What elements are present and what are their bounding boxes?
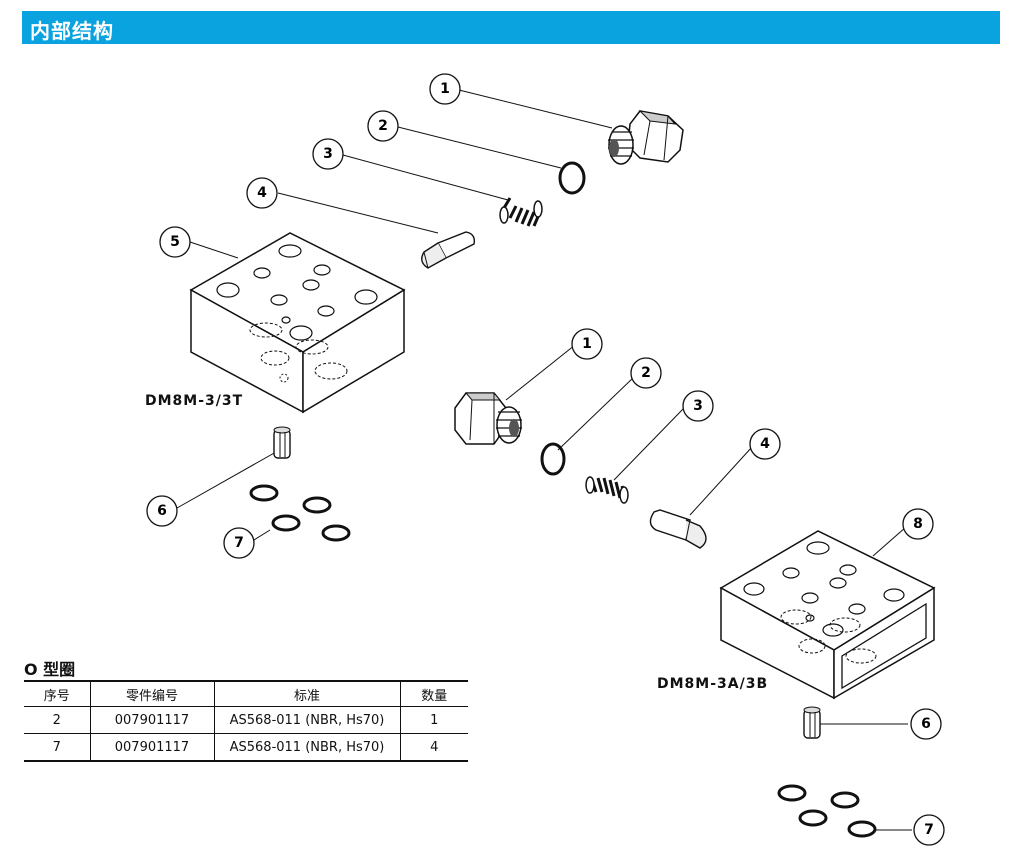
svg-text:5: 5 xyxy=(170,234,180,250)
pin-upper xyxy=(273,426,291,459)
cell-index: 7 xyxy=(24,733,90,762)
leader-line xyxy=(397,126,562,169)
svg-text:7: 7 xyxy=(924,822,934,838)
cell-quantity: 4 xyxy=(399,733,468,762)
callout-5-upper: 5 xyxy=(159,226,191,258)
hex-plug-upper xyxy=(608,110,684,165)
leader-line xyxy=(872,526,907,557)
spring-upper xyxy=(499,197,543,227)
column-header-index: 序号 xyxy=(24,680,90,707)
o-ring-table-title: O 型圈 xyxy=(24,660,76,679)
model-label-dm8m-3a-3b: DM8M-3A/3B xyxy=(657,676,769,692)
poppet-lower xyxy=(649,509,707,549)
callout-7-lower: 7 xyxy=(913,814,945,846)
cell-quantity: 1 xyxy=(399,706,468,734)
cell-standard: AS568-011 (NBR, Hs70) xyxy=(213,733,400,762)
callout-8-lower: 8 xyxy=(902,508,934,540)
callout-4-upper: 4 xyxy=(246,177,278,209)
svg-text:1: 1 xyxy=(440,81,450,97)
cell-index: 2 xyxy=(24,706,90,734)
column-header-quantity: 数量 xyxy=(399,680,468,707)
cell-part-number: 007901117 xyxy=(89,706,214,734)
leader-line xyxy=(176,451,277,509)
o-ring-lower xyxy=(540,442,566,476)
svg-text:4: 4 xyxy=(760,436,770,452)
callout-3-upper: 3 xyxy=(312,138,344,170)
leader-line xyxy=(277,192,439,234)
leader-line xyxy=(342,154,509,201)
section-title: 内部结构 xyxy=(30,19,114,43)
leader-line xyxy=(505,344,576,401)
cell-part-number: 007901117 xyxy=(89,733,214,762)
section-header: 内部结构 xyxy=(22,11,1000,44)
callout-3-lower: 3 xyxy=(682,390,714,422)
svg-text:2: 2 xyxy=(641,365,651,381)
svg-text:4: 4 xyxy=(257,185,267,201)
svg-text:2: 2 xyxy=(378,118,388,134)
manifold-block-upper xyxy=(189,232,406,414)
callout-2-upper: 2 xyxy=(367,110,399,142)
o-ring-set-lower xyxy=(777,784,877,838)
leader-line xyxy=(689,446,753,516)
svg-text:1: 1 xyxy=(582,336,592,352)
leader-line xyxy=(253,529,271,541)
svg-text:6: 6 xyxy=(921,716,931,732)
leader-line xyxy=(458,89,613,129)
column-header-standard: 标准 xyxy=(213,680,400,707)
o-ring-set-upper xyxy=(249,484,351,542)
o-ring-table: 序号 零件编号 标准 数量 2 007901117 AS568-011 (NBR… xyxy=(24,680,468,762)
leader-line xyxy=(557,376,635,451)
callout-7-upper: 7 xyxy=(223,527,255,559)
o-ring-upper xyxy=(558,161,586,195)
svg-text:6: 6 xyxy=(157,503,167,519)
svg-text:3: 3 xyxy=(323,146,333,162)
pin-lower xyxy=(803,706,821,739)
svg-text:8: 8 xyxy=(913,516,923,532)
callout-6-upper: 6 xyxy=(146,495,178,527)
table-row: 7 007901117 AS568-011 (NBR, Hs70) 4 xyxy=(24,733,468,762)
callout-2-lower: 2 xyxy=(630,357,662,389)
svg-text:3: 3 xyxy=(693,398,703,414)
model-label-dm8m-3-3t: DM8M-3/3T xyxy=(145,393,244,409)
callout-1-lower: 1 xyxy=(571,328,603,360)
svg-text:7: 7 xyxy=(234,535,244,551)
hex-plug-lower xyxy=(454,392,522,445)
spring-lower xyxy=(585,476,629,504)
callout-1-upper: 1 xyxy=(429,73,461,105)
column-header-part-number: 零件编号 xyxy=(89,680,214,707)
table-row: 2 007901117 AS568-011 (NBR, Hs70) 1 xyxy=(24,706,468,734)
callout-4-lower: 4 xyxy=(749,428,781,460)
manifold-block-lower xyxy=(719,530,936,700)
leader-line xyxy=(613,407,685,481)
poppet-upper xyxy=(421,231,476,269)
leader-line xyxy=(189,241,239,259)
cell-standard: AS568-011 (NBR, Hs70) xyxy=(213,706,400,734)
callout-6-lower: 6 xyxy=(910,708,942,740)
